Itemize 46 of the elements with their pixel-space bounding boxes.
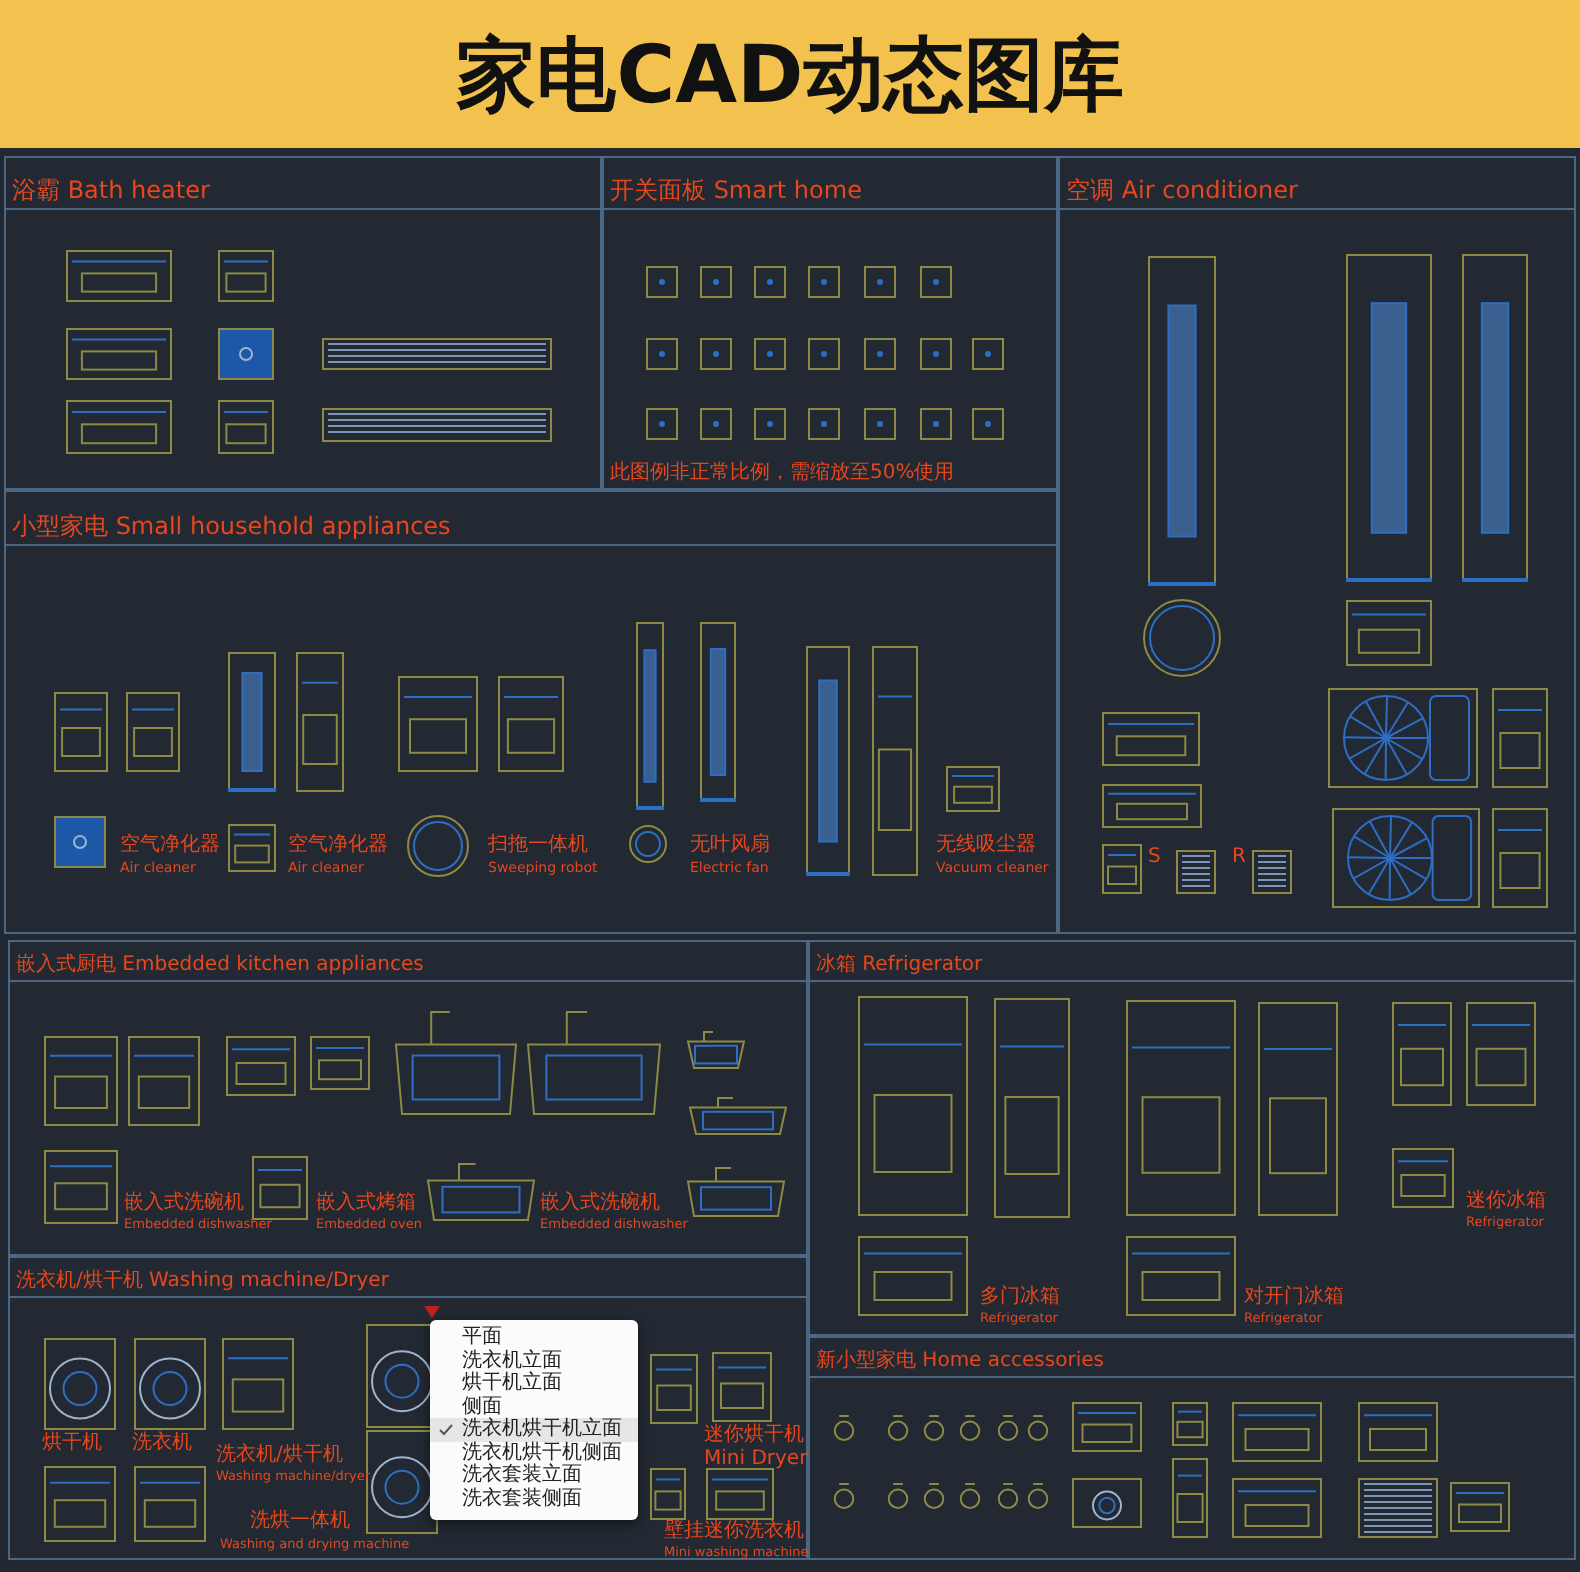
menu-item: 洗衣套装侧面 <box>460 1487 584 1510</box>
appliance-caption: 嵌入式洗碗机 <box>540 1192 660 1215</box>
category-panel <box>1058 156 1576 934</box>
menu-item: 平面 <box>460 1326 504 1349</box>
page-title: 家电CAD动态图库 <box>456 27 1124 125</box>
panel-heading: 浴霸 Bath heater <box>12 177 210 204</box>
category-panel <box>808 940 1576 1336</box>
appliance-caption: R <box>1232 846 1246 869</box>
appliance-caption: 空气净化器 <box>120 834 220 857</box>
category-panel <box>808 1336 1576 1560</box>
appliance-caption: 洗衣机/烘干机 <box>216 1444 343 1467</box>
appliance-caption: 烘干机 <box>42 1432 102 1455</box>
menu-item: 洗衣机烘干机侧面 <box>460 1441 624 1463</box>
appliance-caption: 嵌入式烤箱 <box>316 1192 416 1215</box>
panel-heading: 空调 Air conditioner <box>1066 177 1298 204</box>
appliance-caption: 空气净化器 <box>288 834 388 857</box>
menu-item: 侧面 <box>460 1395 504 1417</box>
appliance-caption: 迷你冰箱 <box>1466 1190 1546 1213</box>
menu-item: 洗衣机烘干机立面 <box>430 1418 638 1441</box>
appliance-caption: 多门冰箱 <box>980 1286 1060 1309</box>
panel-heading: 小型家电 Small household appliances <box>12 513 451 540</box>
appliance-caption: S <box>1148 846 1161 869</box>
panel-heading: 嵌入式厨电 Embedded kitchen appliances <box>16 954 424 976</box>
menu-item: 洗衣机立面 <box>460 1349 564 1371</box>
appliance-caption: 无叶风扇 <box>690 834 770 857</box>
category-panel <box>8 940 808 1256</box>
category-panel <box>4 156 602 490</box>
menu-item: 烘干机立面 <box>460 1372 564 1395</box>
appliance-caption: 洗烘一体机 <box>250 1510 350 1533</box>
appliance-caption: 洗衣机 <box>132 1432 192 1455</box>
appliance-caption: 对开门冰箱 <box>1244 1286 1344 1309</box>
menu-item: 洗衣套装立面 <box>460 1464 584 1487</box>
appliance-caption: 迷你烘干机 Mini Dryer <box>704 1424 808 1470</box>
panel-heading: 洗衣机/烘干机 Washing machine/Dryer <box>16 1270 389 1292</box>
appliance-caption: 扫拖一体机 <box>488 834 588 857</box>
appliance-caption: 嵌入式洗碗机 <box>124 1192 244 1215</box>
appliance-caption: 此图例非正常比例，需缩放至50%使用 <box>610 462 955 485</box>
panel-heading: 开关面板 Smart home <box>610 177 862 204</box>
panel-heading: 冰箱 Refrigerator <box>816 954 983 976</box>
appliance-caption: 无线吸尘器 <box>936 834 1036 857</box>
category-panel <box>8 1256 808 1560</box>
panel-heading: 新小型家电 Home accessories <box>816 1350 1104 1372</box>
category-panel <box>602 156 1058 490</box>
dropdown-menu <box>430 1320 638 1520</box>
category-panel <box>4 490 1058 934</box>
appliance-caption: 壁挂迷你洗衣机 <box>664 1520 804 1543</box>
